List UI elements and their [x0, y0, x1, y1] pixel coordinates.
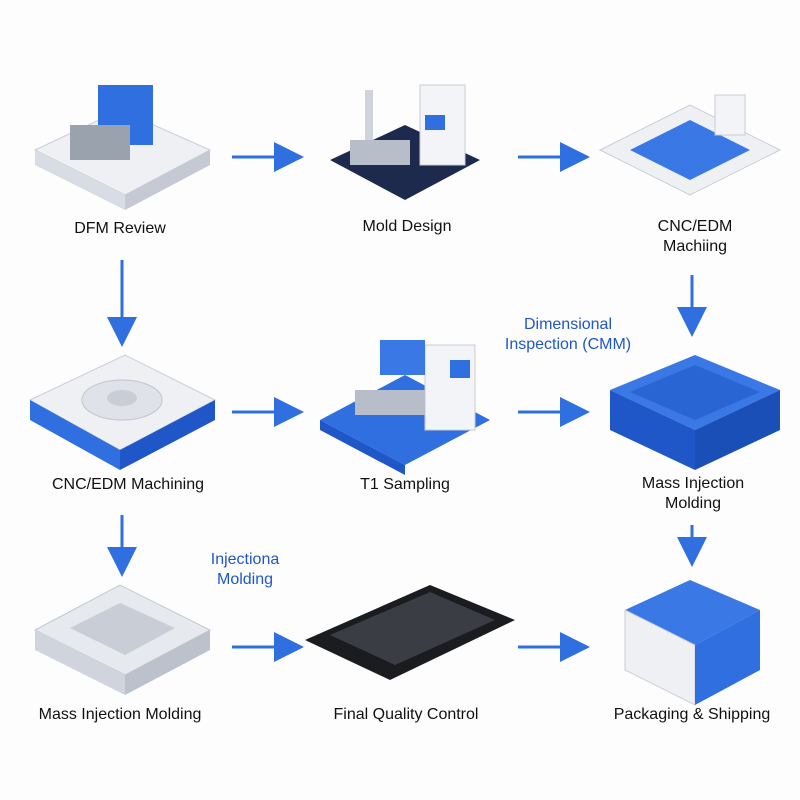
- step-label-cnc-edm-machiing: CNC/EDM Machiing: [585, 217, 800, 257]
- label-line: Molding: [216, 571, 274, 588]
- packaging-boxes-icon: [624, 580, 760, 706]
- label-line: Machiing: [662, 238, 728, 255]
- sampling-machine-icon: [320, 340, 490, 475]
- mold-design-machine-icon: [330, 84, 480, 200]
- step-label-cnc-edm-machining: CNC/EDM Machining: [51, 476, 205, 493]
- mold-plate-icon: [28, 354, 217, 470]
- aluminum-mold-icon: [33, 584, 212, 695]
- label-line: Dimensional: [523, 316, 613, 333]
- label-line: CNC/EDM: [657, 218, 733, 235]
- step-label-mass-injection-molding-2: Mass Injection Molding: [38, 706, 202, 723]
- label-line: Molding: [664, 495, 722, 512]
- annotation-injection-molding: Injectiona Molding: [135, 550, 355, 590]
- step-label-dfm-review: DFM Review: [74, 220, 166, 237]
- cnc-machine-icon: [598, 94, 782, 196]
- flow-arrows: [107, 142, 707, 662]
- step-label-t1-sampling: T1 Sampling: [360, 476, 450, 493]
- injection-tray-icon: [610, 355, 780, 470]
- annotation-dimensional-inspection: Dimensional Inspection (CMM): [458, 315, 678, 355]
- step-label-final-quality-control: Final Quality Control: [333, 706, 479, 723]
- step-label-mass-injection-molding: Mass Injection Molding: [583, 474, 800, 514]
- black-tray-icon: [305, 585, 515, 680]
- step-label-packaging-shipping: Packaging & Shipping: [613, 706, 771, 723]
- step-label-mold-design: Mold Design: [362, 218, 452, 235]
- label-line: Injectiona: [210, 551, 280, 568]
- dfm-machine-icon: [33, 85, 212, 210]
- label-line: Inspection (CMM): [504, 336, 632, 353]
- label-line: Mass Injection: [641, 475, 745, 492]
